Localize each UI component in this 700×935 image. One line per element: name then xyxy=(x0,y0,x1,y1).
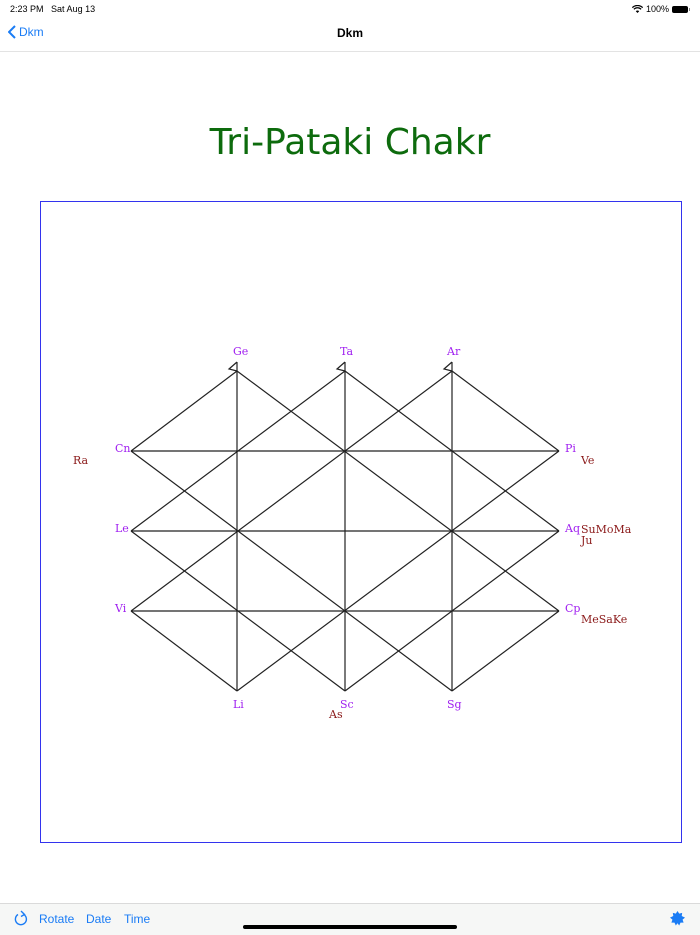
bottom-toolbar: Rotate Date Time xyxy=(0,903,700,935)
sign-label-vi: Vi xyxy=(114,602,127,615)
sign-label-li: Li xyxy=(233,698,244,711)
time-button[interactable]: Time xyxy=(124,912,151,926)
battery-percent: 100% xyxy=(645,4,669,14)
status-bar: 2:23 PM Sat Aug 13 100% xyxy=(0,0,700,18)
planet-label-cn: Ra xyxy=(73,454,89,467)
rotate-icon[interactable] xyxy=(14,910,28,929)
home-indicator xyxy=(243,925,457,929)
planet-label-sc: As xyxy=(328,708,343,721)
wifi-icon xyxy=(631,5,643,13)
date-button[interactable]: Date xyxy=(86,912,112,926)
sign-label-ge: Ge xyxy=(233,345,248,358)
rotate-button[interactable]: Rotate xyxy=(39,912,75,926)
settings-gear-icon[interactable] xyxy=(670,911,685,929)
chevron-left-icon xyxy=(8,25,16,39)
status-indicators: 100% xyxy=(631,4,690,14)
sign-label-cp: Cp xyxy=(565,602,580,615)
sign-label-cn: Cn xyxy=(115,442,131,455)
chakra-frame xyxy=(40,201,682,843)
back-button-label: Dkm xyxy=(19,25,44,39)
sign-label-pi: Pi xyxy=(565,442,576,455)
navigation-bar: Dkm Dkm xyxy=(0,18,700,52)
sign-label-aq: Aq xyxy=(564,522,580,535)
sign-label-sg: Sg xyxy=(447,698,462,711)
planet-label-cp: MeSaKe xyxy=(581,613,627,626)
planet-label-pi: Ve xyxy=(580,454,594,467)
battery-icon xyxy=(672,5,690,13)
chakra-lines xyxy=(130,361,560,692)
planet-label-aq-2: Ju xyxy=(580,534,593,547)
status-time: 2:23 PM Sat Aug 13 xyxy=(10,4,96,14)
sign-label-ar: Ar xyxy=(446,345,461,358)
sign-label-le: Le xyxy=(115,522,129,535)
sign-label-sc: Sc xyxy=(340,698,354,711)
page-title: Tri-Pataki Chakr xyxy=(209,122,491,163)
planet-label-aq-1: SuMoMa xyxy=(581,523,632,536)
sign-label-ta: Ta xyxy=(340,345,353,358)
back-button[interactable]: Dkm xyxy=(8,25,44,39)
nav-title: Dkm xyxy=(336,26,363,40)
